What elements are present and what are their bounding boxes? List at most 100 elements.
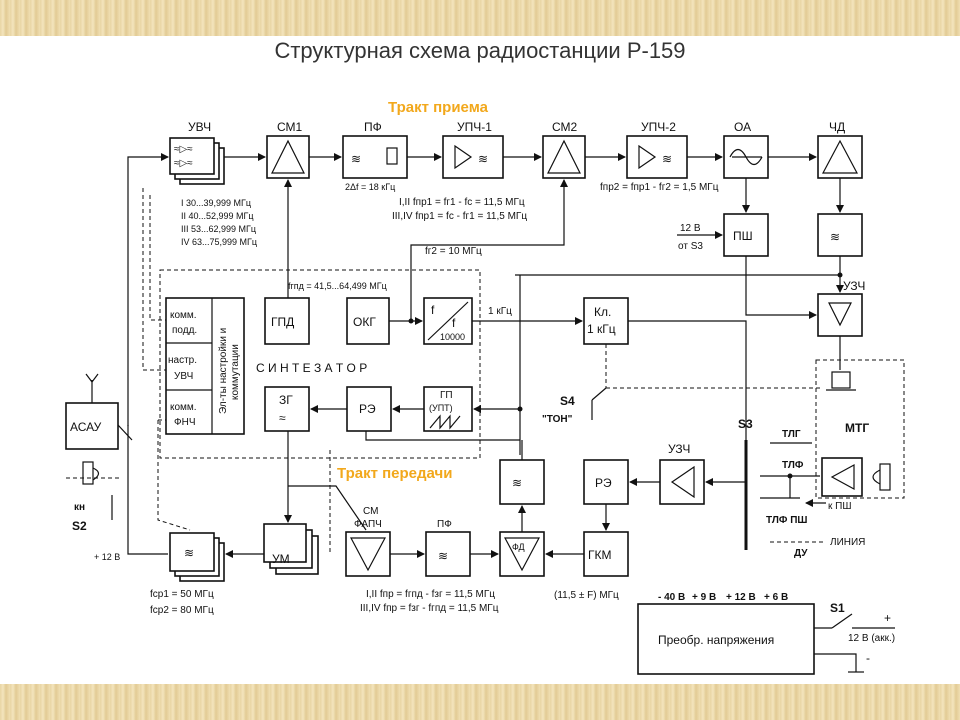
svg-text:≋: ≋: [184, 546, 194, 560]
rx-path-title: Тракт приема: [388, 99, 489, 116]
lpf-rx-block: ≋: [817, 213, 863, 257]
band-4: IV 63...75,999 МГц: [181, 237, 257, 247]
decorative-bottom-band: [0, 684, 960, 720]
fpr1-formula-2: III,IV fпр1 = fс - fг1 = 11,5 МГц: [392, 211, 527, 222]
upch2-block: ≋ УПЧ-2: [626, 120, 688, 179]
rail-plus9: + 9 В: [692, 592, 716, 603]
svg-text:≋: ≋: [438, 549, 448, 563]
uzch-block: УЗЧ: [817, 279, 865, 337]
svg-text:Кл.: Кл.: [594, 305, 611, 319]
rail-plus12: + 12 В: [726, 592, 756, 603]
battery-label: 12 В (акк.): [848, 633, 895, 644]
komm-fnch-1: комм.: [170, 402, 197, 413]
psh-label: ПШ: [733, 229, 753, 243]
tlf-label: ТЛФ: [782, 460, 804, 471]
asau-label: АСАУ: [70, 420, 102, 434]
um-label: УМ: [272, 552, 290, 566]
nastr-2: УВЧ: [174, 371, 193, 382]
svg-text:≈▷≈: ≈▷≈: [174, 144, 193, 155]
v12-label: 12 В: [680, 223, 701, 234]
um-block: УМ: [263, 523, 319, 575]
s2-label: S2: [72, 519, 87, 533]
svg-text:ПФ: ПФ: [437, 519, 452, 530]
svg-text:f: f: [431, 303, 435, 317]
band-3: III 53...62,999 МГц: [181, 224, 256, 234]
s4-label: S4: [560, 394, 575, 408]
fd-block: ФД: [499, 531, 545, 577]
kn-label: кн: [74, 502, 85, 513]
mtg-amp-block: [821, 457, 863, 497]
rail-minus40: - 40 В: [658, 592, 685, 603]
tx-pf-block: ≋ ПФ: [425, 519, 471, 577]
fd-label: ФД: [512, 542, 525, 552]
synthesizer-label: С И Н Т Е З А Т О Р: [256, 361, 367, 375]
gkm-label: ГКМ: [588, 548, 611, 562]
tlg-label: ТЛГ: [782, 429, 801, 440]
upch2-label: УПЧ-2: [641, 120, 676, 134]
microphone-icon: [872, 463, 891, 491]
gkm-block: ГКМ: [583, 531, 629, 577]
from-s3-label: от S3: [678, 241, 703, 252]
chd-block: ЧД: [817, 120, 863, 179]
tlf-psh-label: ТЛФ ПШ: [766, 515, 807, 526]
svg-text:1 кГц: 1 кГц: [587, 322, 616, 336]
svg-text:ГП: ГП: [440, 390, 453, 401]
tx-path-title: Тракт передачи: [337, 465, 452, 482]
nastr-1: настр.: [168, 355, 197, 366]
pf-label: ПФ: [364, 120, 382, 134]
re-block: РЭ: [346, 386, 392, 432]
decorative-top-band: [0, 0, 960, 36]
komm-podd-2: подд.: [172, 325, 197, 336]
svg-text:≋: ≋: [662, 152, 672, 166]
svg-text:f: f: [452, 316, 456, 330]
band-1: I 30...39,999 МГц: [181, 198, 251, 208]
svg-text:≋: ≋: [351, 152, 361, 166]
converter-label: Преобр. напряжения: [658, 633, 774, 647]
du-label: ДУ: [794, 548, 808, 559]
uvch-label: УВЧ: [188, 120, 211, 134]
kl-block: Кл. 1 кГц: [583, 297, 629, 345]
uzch2-block: УЗЧ: [659, 442, 705, 505]
sm1-block: СМ1: [266, 120, 310, 179]
zg-label: ЗГ: [279, 393, 293, 407]
re-label: РЭ: [359, 402, 376, 416]
s4-ton-label: "ТОН": [542, 414, 573, 425]
pf-block: ≋ ПФ: [342, 120, 408, 179]
okg-label: ОКГ: [353, 315, 376, 329]
svg-text:≈: ≈: [279, 411, 286, 425]
oa-block: ОА: [723, 120, 769, 179]
re2-block: РЭ: [583, 459, 629, 505]
sm2-block: СМ2: [542, 120, 586, 179]
sm-fapch-block: СМ ФАПЧ: [345, 506, 391, 577]
svg-text:≋: ≋: [512, 476, 522, 490]
plus-label: +: [884, 611, 891, 625]
ptt-button-icon: [66, 461, 122, 485]
control-elements-text-1: Эл-ты настройки и: [218, 328, 229, 414]
divider-block: f f 10000: [423, 297, 473, 345]
svg-text:≋: ≋: [830, 230, 840, 244]
rail-plus6: + 6 В: [764, 592, 788, 603]
tx-lpf-block: ≋: [169, 532, 225, 582]
gkm-freq-label: (11,5 ± F) МГц: [554, 590, 619, 601]
gp-block: ГП (УПТ): [423, 386, 473, 432]
tx-fpr-formula-1: I,II fпр = fгпд - fзг = 11,5 МГц: [366, 589, 495, 600]
asau-block: АСАУ: [65, 373, 119, 450]
f-1khz-label: 1 кГц: [488, 306, 512, 317]
uzch2-label: УЗЧ: [668, 442, 690, 456]
gpd-block: ГПД: [264, 297, 310, 345]
v12-plus-label: + 12 В: [94, 552, 120, 562]
okg-block: ОКГ: [346, 297, 390, 345]
slide-title: Структурная схема радиостанции Р-159: [274, 38, 686, 63]
zg-block: ЗГ ≈: [264, 386, 310, 432]
s3-label: S3: [738, 417, 753, 431]
uvch-block: ≈▷≈ ≈▷≈ УВЧ: [169, 120, 225, 185]
fg2-label: fг2 = 10 МГц: [425, 246, 482, 257]
sm1-label: СМ1: [277, 120, 303, 134]
komm-podd-1: комм.: [170, 310, 197, 321]
chd-label: ЧД: [829, 120, 845, 134]
s1-label: S1: [830, 601, 845, 615]
control-elements-text-2: коммутации: [230, 344, 241, 400]
fpr1-formula-1: I,II fпр1 = fг1 - fс = 11,5 МГц: [399, 197, 525, 208]
